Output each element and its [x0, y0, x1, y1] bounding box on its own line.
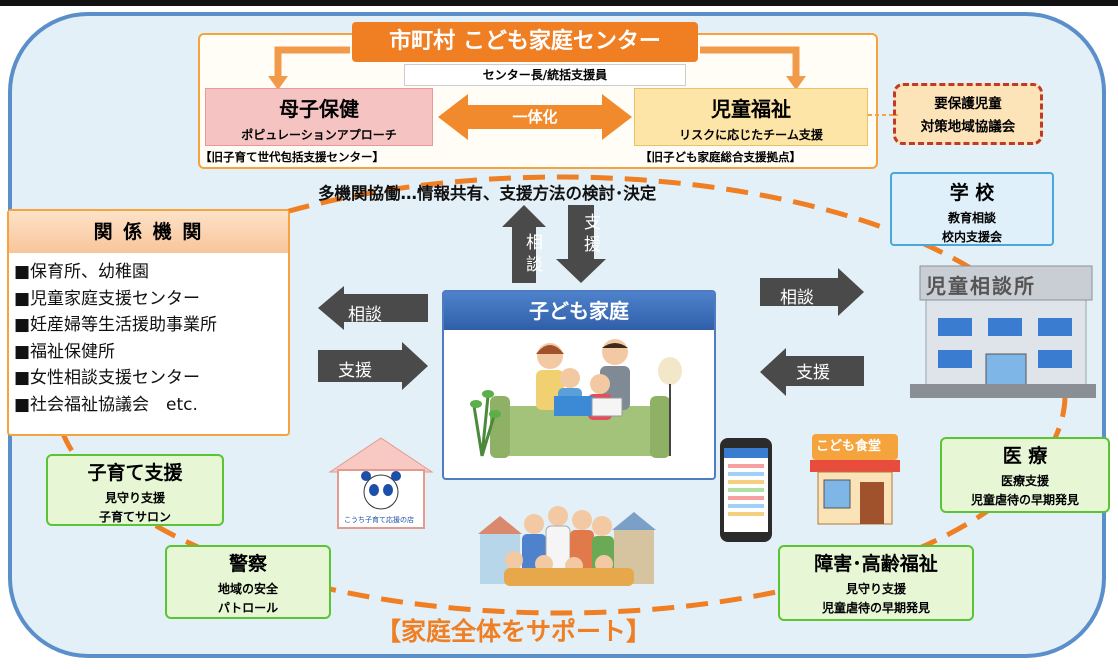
top-border [0, 0, 1118, 6]
smartphone-illustration [720, 438, 772, 542]
integration-label: 一体化 [512, 108, 558, 126]
family-illustration [470, 339, 682, 458]
consult-up-char1: 相 [526, 233, 543, 253]
agency-item: ■児童家庭支援センター [14, 288, 201, 309]
support-down-char1: 支 [584, 213, 601, 233]
child-guidance-sign: 児童相談所 [926, 274, 1036, 298]
center-title: 市町村 こども家庭センター [352, 22, 698, 62]
agency-item: ■社会福祉協議会 etc. [14, 394, 198, 415]
agencies-title: 関 係 機 関 [9, 211, 288, 253]
consult-up-char2: 談 [526, 255, 543, 275]
police-title: 警察 [228, 553, 267, 575]
center-subtitle: センター長/統括支援員 [404, 64, 686, 86]
council-connector [868, 114, 898, 116]
kodomo-shokudo-illustration [810, 434, 900, 525]
bottom-banner: 【家庭全体をサポート】 [376, 617, 652, 646]
support-shop-sign: こうち子育て応援の店 [344, 516, 414, 524]
maternal-health-box: 母子保健 ポピュレーションアプローチ [205, 88, 433, 146]
child-welfare-box: 児童福祉 リスクに応じたチーム支援 [634, 88, 868, 146]
agency-item: ■福祉保健所 [14, 341, 116, 362]
support-shop-house [328, 437, 434, 529]
school-title: 学 校 [949, 182, 995, 204]
childcare-support-line2: 子育てサロン [98, 510, 171, 524]
child-welfare-title: 児童福祉 [711, 97, 791, 121]
disability-line2: 児童虐待の早期発見 [821, 601, 930, 615]
medical-box: 医 療 医療支援 児童虐待の早期発見 [940, 437, 1110, 513]
collaboration-text: 多機関協働…情報共有、支援方法の検討･決定 [318, 184, 657, 203]
agency-item: ■妊産婦等生活援助事業所 [14, 315, 218, 335]
right-consult-label: 相談 [780, 288, 814, 308]
support-down-label: 支 援 [584, 212, 604, 256]
agencies-list: ■保育所、幼稚園 ■児童家庭支援センター ■妊産婦等生活援助事業所 ■福祉保健所… [14, 259, 217, 418]
school-line2: 校内支援会 [941, 230, 1002, 244]
consult-up-label: 相 談 [526, 232, 546, 276]
right-support-label: 支援 [796, 363, 830, 383]
childcare-support-line1: 見守り支援 [104, 491, 165, 505]
maternal-health-title: 母子保健 [279, 97, 359, 121]
police-box: 警察 地域の安全 パトロール [165, 545, 331, 619]
police-line2: パトロール [217, 601, 279, 615]
school-box: 学 校 教育相談 校内支援会 [890, 172, 1054, 246]
disability-title: 障害･高齢福祉 [814, 553, 938, 575]
kodomo-shokudo-sign: こども食堂 [816, 439, 882, 454]
family-title: 子ども家庭 [444, 292, 714, 330]
agency-item: ■女性相談支援センター [14, 368, 201, 388]
left-arrows [318, 286, 428, 390]
school-line1: 教育相談 [947, 211, 996, 225]
child-welfare-sub: リスクに応じたチーム支援 [679, 128, 823, 142]
integration-arrow [438, 94, 632, 140]
right-arrows [760, 268, 864, 396]
maternal-health-sub: ポピュレーションアプローチ [241, 128, 397, 142]
childcare-support-box: 子育て支援 見守り支援 子育てサロン [46, 454, 224, 526]
police-line1: 地域の安全 [217, 582, 278, 596]
council-line1: 要保護児童 [934, 96, 1002, 112]
vertical-arrows [502, 205, 606, 283]
agency-item: ■保育所、幼稚園 [14, 262, 150, 282]
medical-line1: 医療支援 [1000, 474, 1049, 488]
disability-box: 障害･高齢福祉 見守り支援 児童虐待の早期発見 [778, 545, 974, 621]
left-support-label: 支援 [338, 361, 372, 381]
child-guidance-building [910, 265, 1096, 398]
childcare-support-title: 子育て支援 [87, 462, 183, 484]
child-welfare-caption: 【旧子ども家庭総合支援拠点】 [640, 150, 801, 164]
council-line2: 対策地域協議会 [920, 119, 1016, 135]
maternal-health-caption: 【旧子育て世代包括支援センター】 [200, 150, 384, 164]
disability-line1: 見守り支援 [845, 582, 906, 596]
community-crowd-illustration [478, 506, 656, 586]
connector-arrows [268, 46, 806, 90]
council-box: 要保護児童 対策地域協議会 [893, 83, 1043, 145]
medical-line2: 児童虐待の早期発見 [970, 493, 1079, 507]
support-down-char2: 援 [584, 235, 601, 255]
left-consult-label: 相談 [348, 305, 382, 325]
medical-title: 医 療 [1002, 445, 1048, 467]
